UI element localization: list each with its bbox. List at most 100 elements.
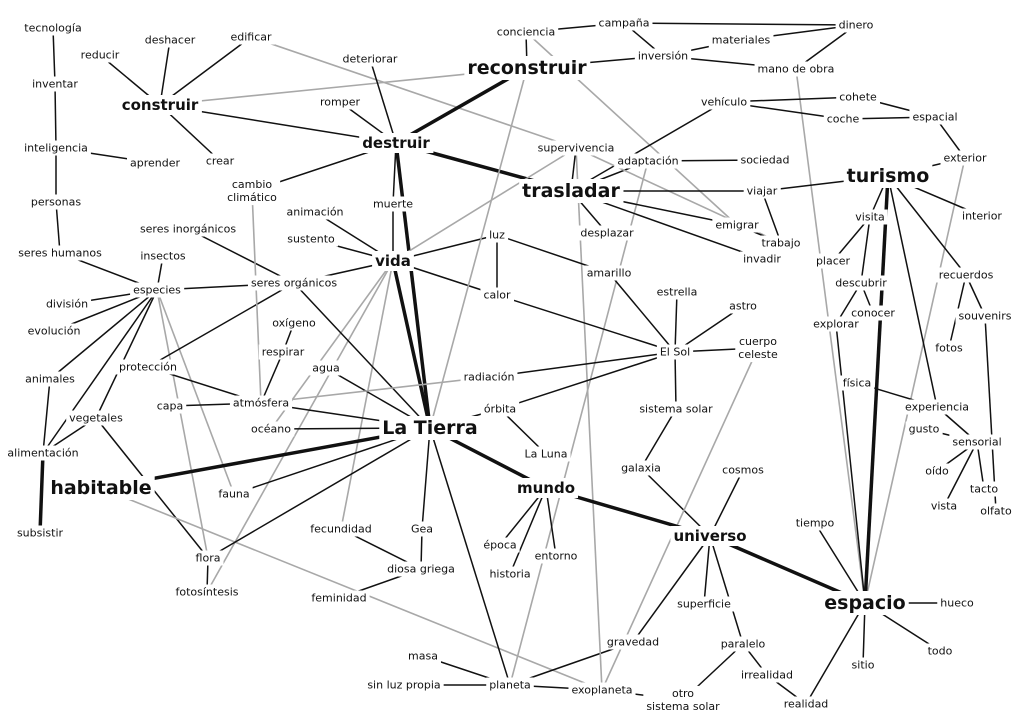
node-label: paralelo xyxy=(721,638,766,651)
edge-el-sol-sistema-solar xyxy=(674,351,677,410)
node-label: exterior xyxy=(944,152,987,165)
node-capa: capa xyxy=(153,398,187,414)
node-exterior: exterior xyxy=(940,150,990,166)
edge-cuerpo-celeste-exoplaneta xyxy=(601,347,759,691)
node-background xyxy=(656,344,694,360)
edge-amarillo-el-sol xyxy=(608,272,676,353)
node-personas: personas xyxy=(27,194,85,210)
node-label: animales xyxy=(25,373,75,386)
node-label: galaxia xyxy=(621,462,661,475)
node-label: cosmos xyxy=(722,464,764,477)
node-background xyxy=(852,209,888,225)
node-label: sensorial xyxy=(952,436,1001,449)
node-label: invadir xyxy=(743,253,781,266)
node-label: romper xyxy=(320,96,360,109)
node-background xyxy=(130,282,185,298)
edge-vida-la-tierra xyxy=(391,260,432,429)
node-background xyxy=(832,275,891,291)
node-background xyxy=(836,89,881,105)
node-background xyxy=(339,51,401,67)
node-label: entorno xyxy=(535,550,578,563)
node-label: agua xyxy=(312,362,339,375)
node-gea: Gea xyxy=(407,521,437,537)
node-campana: campaña xyxy=(595,15,653,31)
node-tiempo: tiempo xyxy=(792,515,838,531)
node-division: división xyxy=(42,296,92,312)
node-visita: visita xyxy=(852,209,888,225)
edge-especies-vegetales xyxy=(95,289,158,419)
node-label: placer xyxy=(816,255,851,268)
node-hueco: hueco xyxy=(937,595,978,611)
node-supervivencia: supervivencia xyxy=(534,140,618,156)
edge-mundo-historia xyxy=(509,487,547,575)
node-label: materiales xyxy=(712,34,771,47)
node-background xyxy=(932,340,966,356)
node-background xyxy=(743,183,781,199)
node-paralelo: paralelo xyxy=(717,636,769,652)
node-fauna: fauna xyxy=(215,486,253,502)
node-background xyxy=(634,48,692,64)
node-deteriorar: deteriorar xyxy=(339,51,401,67)
edge-vida-supervivencia xyxy=(392,147,577,262)
edge-vida-fotosintesis xyxy=(206,260,394,593)
node-label: supervivencia xyxy=(538,142,615,155)
node-inversion: inversión xyxy=(634,48,692,64)
node-label: insectos xyxy=(140,250,186,263)
node-label: El Sol xyxy=(660,346,690,359)
node-background xyxy=(224,176,281,206)
node-label: construir xyxy=(122,96,199,114)
node-estrella: estrella xyxy=(653,284,701,300)
edge-seres-organicos-la-tierra xyxy=(293,282,431,429)
node-layer: tecnologíainventarinteligenciapersonasse… xyxy=(4,15,1015,715)
node-background xyxy=(513,478,579,498)
node-background xyxy=(697,94,751,110)
edge-especies-fauna xyxy=(156,289,235,495)
node-label: atmósfera xyxy=(233,397,289,410)
node-label: feminidad xyxy=(311,592,366,605)
node-background xyxy=(708,32,774,48)
node-background xyxy=(42,296,92,312)
node-label: oído xyxy=(925,465,949,478)
node-label: crear xyxy=(206,155,235,168)
node-amarillo: amarillo xyxy=(583,265,635,281)
node-fisica: física xyxy=(839,375,875,391)
node-label: aprender xyxy=(130,157,180,170)
edge-atmosfera-radiacion xyxy=(260,376,490,404)
node-label: sistema solar xyxy=(639,403,713,416)
node-label: masa xyxy=(408,650,438,663)
node-background xyxy=(937,595,978,611)
node-background xyxy=(464,56,591,80)
node-label: edificar xyxy=(230,31,272,44)
node-background xyxy=(227,29,275,45)
node-vida: vida xyxy=(372,251,414,271)
edge-seres-inorganicos-seres-organicos xyxy=(187,228,295,284)
node-inventar: inventar xyxy=(29,76,82,92)
node-sustento: sustento xyxy=(284,231,339,247)
node-planeta: planeta xyxy=(486,677,534,693)
node-background xyxy=(384,561,458,577)
node-label: inversión xyxy=(638,50,688,63)
node-adaptacion: adaptación xyxy=(614,153,682,169)
edge-mundo-entorno xyxy=(545,487,557,557)
node-label: explorar xyxy=(813,318,859,331)
node-background xyxy=(118,95,202,115)
node-background xyxy=(955,308,1015,324)
node-label: universo xyxy=(673,527,746,545)
edge-la-tierra-gea xyxy=(421,427,431,530)
edge-astro-el-sol xyxy=(674,305,744,353)
node-background xyxy=(812,253,854,269)
node-trabajo: trabajo xyxy=(758,235,804,251)
node-label: espacio xyxy=(824,592,905,614)
edge-personas-seres-humanos xyxy=(55,201,61,254)
node-sociedad: sociedad xyxy=(737,152,793,168)
edge-viajar-trabajo xyxy=(761,190,782,244)
edge-visita-descubrir xyxy=(860,216,871,284)
node-label: cohete xyxy=(839,91,877,104)
node-background xyxy=(137,248,189,264)
node-background xyxy=(614,153,682,169)
edge-animales-alimentacion xyxy=(42,378,51,454)
node-conciencia: conciencia xyxy=(493,24,559,40)
node-habitable: habitable xyxy=(47,476,155,500)
